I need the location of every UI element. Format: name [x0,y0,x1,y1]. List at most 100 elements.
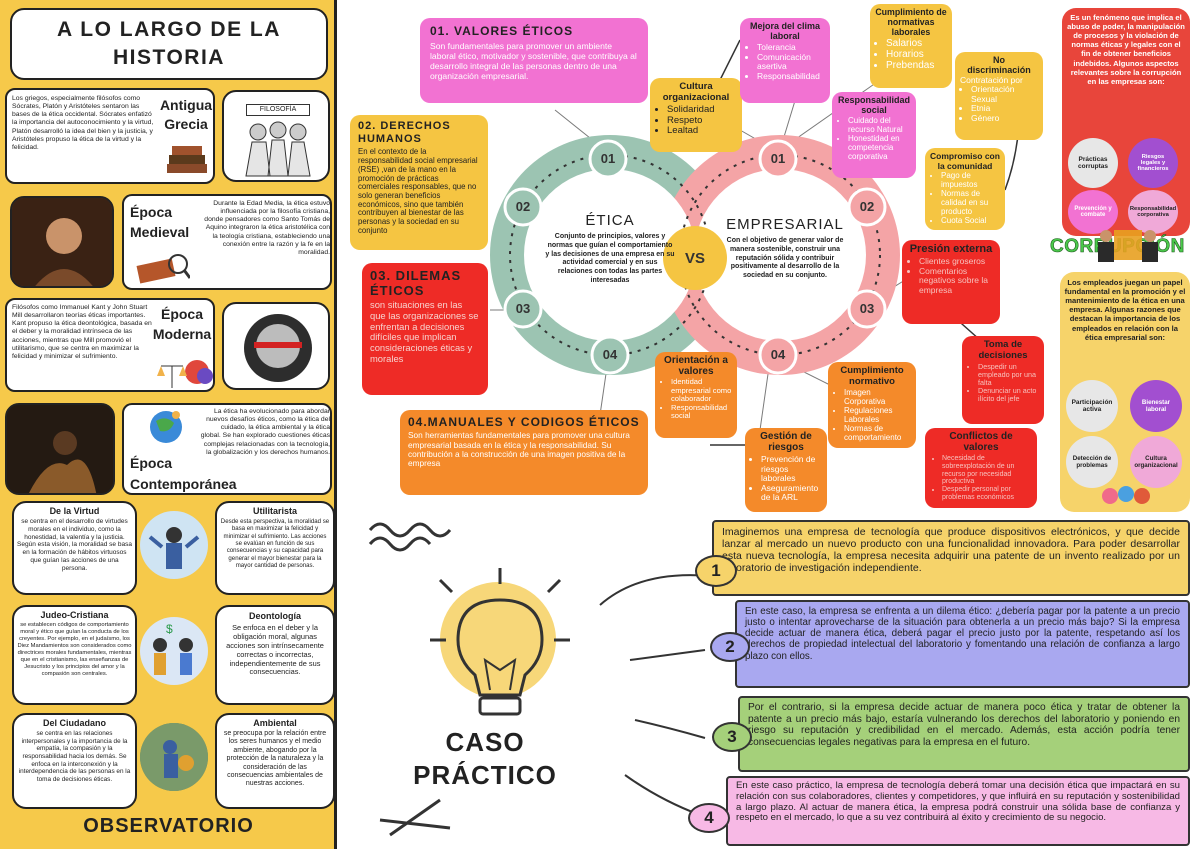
ciudadano-card: Del Ciudadano se centra en las relacione… [12,713,137,809]
step-3-number: 3 [727,727,737,746]
ciudadano-text: se centra en las relaciones interpersona… [18,730,131,784]
utilitarista-text: Desde esta perspectiva, la moralidad se … [220,518,330,569]
responsabilidad-list: Cuidado del recurso Natural Honestidad e… [837,116,911,162]
empresarial-inner [694,169,866,341]
valores-text: Son fundamentales para promover un ambie… [430,41,637,81]
comunidad-item: Cuota Social [941,216,1000,226]
responsabilidad-label: Responsabilidad corporativa [1129,206,1177,218]
pen-sketch [379,798,451,837]
virtud-card: De la Virtud se centra en el desarrollo … [12,501,137,595]
modern-card: Filósofos como Immanuel Kant y John Stua… [5,298,215,392]
orientacion-item: Identidad empresarial como colaborador [671,377,732,404]
conflictos-item: Despedir personal por problemas económic… [942,486,1031,502]
virtud-title: De la Virtud [49,506,100,516]
orientacion-item: Responsabilidad social [671,403,732,421]
corruption-top-box: Es un fenómeno que implica el abuso de p… [1062,8,1190,236]
valores-box: 01. VALORES ÉTICOS Son fundamentales par… [420,18,648,103]
presion-title: Presión externa [909,243,993,255]
ancient-card: Los griegos, especialmente filósofos com… [5,88,215,184]
scales-icon [157,356,213,390]
riesgos-box: Gestión de riesgos Prevención de riesgos… [745,428,827,512]
discriminacion-item: Género [971,113,1038,124]
riesgos-list: Prevención de riesgos laborales Aseguram… [750,454,822,503]
observatory-panel: De la Virtud se centra en el desarrollo … [0,499,337,849]
books-icon [165,142,209,176]
case-decoration [368,522,711,837]
handshake-illustration [1098,230,1158,262]
valores-title: 01. VALORES ÉTICOS [430,24,574,38]
step-2-box: En este caso, la empresa se enfrenta a u… [735,600,1190,688]
normativo-title: Cumplimiento normativo [840,365,904,387]
dilemas-box: 03. DILEMAS ÉTICOS son situaciones en la… [362,263,488,395]
bienestar-label: Bienestar laboral [1141,399,1171,413]
kant-portrait [222,302,330,390]
step-4-number: 4 [704,808,714,827]
deteccion-circle: Detección de problemas [1066,436,1118,488]
deontologia-title: Deontología [249,611,301,621]
manuales-title: 04.MANUALES Y CODIGOS ÉTICOS [408,415,640,429]
orientacion-list: Identidad empresarial como colaborador R… [660,377,732,421]
riesgos-circle: Riesgos legales y financieros [1128,138,1178,188]
step-1-text: Imaginemos una empresa de tecnología que… [722,526,1180,575]
corruption-top-text: Es un fenómeno que implica el abuso de p… [1067,13,1185,86]
case-title-2: PRÁCTICO [413,759,557,790]
cultura-org-label: Cultura organizacional [1134,455,1178,469]
employees-text: Los empleados juegan un papel fundamenta… [1064,278,1186,342]
lightbulb-icon [456,598,544,697]
participacion-circle: Participación activa [1066,380,1118,432]
right-num-2: 02 [859,199,875,214]
normativo-item: Normas de comportamiento [844,424,911,443]
conflictos-item: Necesidad de sobreexplotación de un recu… [942,455,1031,486]
etica-content: ÉTICA Conjunto de principios, valores y … [545,212,675,286]
conflictos-title: Conflictos de valores [949,431,1013,453]
ciudadano-image [140,723,208,791]
ciudadano-title: Del Ciudadano [42,718,106,728]
empresarial-title: EMPRESARIAL [726,216,844,233]
prevencion-label: Prevención y combate [1074,206,1112,218]
step-3-box: Por el contrario, si la empresa decide a… [738,696,1190,772]
ancient-label: Antigua Grecia [159,97,213,132]
ambiental-title: Ambiental [253,718,297,728]
case-title-1: CASO [445,727,525,757]
comunidad-box: Compromiso con la comunidad Pago de impu… [925,148,1005,230]
etica-inner [524,169,696,341]
modern-text: Filósofos como Immanuel Kant y John Stua… [12,304,152,360]
step-1-number: 1 [711,561,721,580]
discriminacion-sub: Contratación por [960,75,1023,85]
contemporary-card: La ética ha evolucionado para abordar nu… [122,403,332,495]
virtud-text: se centra en el desarrollo de virtudes m… [17,518,132,572]
medieval-card: Época Medieval Durante la Edad Media, la… [122,194,332,290]
responsabilidad-item: Honestidad en competencia corporativa [848,134,911,162]
step-3-badge: 3 [712,722,752,752]
judeo-image: $ [140,617,208,685]
discriminacion-list: Orientación Sexual Etnia Género [960,84,1038,124]
step-4-box: En este caso práctico, la empresa de tec… [726,776,1190,846]
orientacion-box: Orientación a valores Identidad empresar… [655,352,737,438]
globe-icon [146,407,186,447]
philosophy-image-card: FILOSOFÍA [222,90,330,182]
utilitarista-card: Utilitarista Desde esta perspectiva, la … [215,501,334,595]
presion-item: Comentarios negativos sobre la empresa [919,266,994,296]
svg-text:$: $ [166,622,173,636]
riesgos-item: Aseguramiento de la ARL [761,483,822,503]
philosophy-plaque: FILOSOFÍA [246,104,310,116]
history-panel: A LO LARGO DE LA HISTORIA Los griegos, e… [0,0,337,499]
practicas-label: Prácticas corruptas [1078,156,1108,170]
left-number-circles [503,139,630,375]
normativo-list: Imagen Corporativa Regulaciones Laborale… [833,388,911,443]
right-number-circles [758,139,887,375]
prevencion-circle: Prevención y combate [1068,190,1118,234]
comunidad-item: Pago de impuestos [941,171,1000,190]
derechos-text: En el contexto de la responsabilidad soc… [358,147,478,235]
case-title: CASO PRÁCTICO [395,726,575,791]
riesgos-item: Prevención de riesgos laborales [761,454,822,484]
right-num-3: 03 [859,301,875,316]
discriminacion-item: Orientación Sexual [971,84,1038,104]
contemporary-image [5,403,115,495]
clima-box: Mejora del clima laboral Tolerancia Comu… [740,18,830,103]
cultura-item: Solidaridad [667,104,736,116]
participacion-label: Participación activa [1071,399,1113,413]
philosophers-illustration [245,121,311,177]
toma-title: Toma de decisiones [978,339,1028,361]
responsabilidad-box: Responsabilidad social Cuidado del recur… [832,92,916,178]
